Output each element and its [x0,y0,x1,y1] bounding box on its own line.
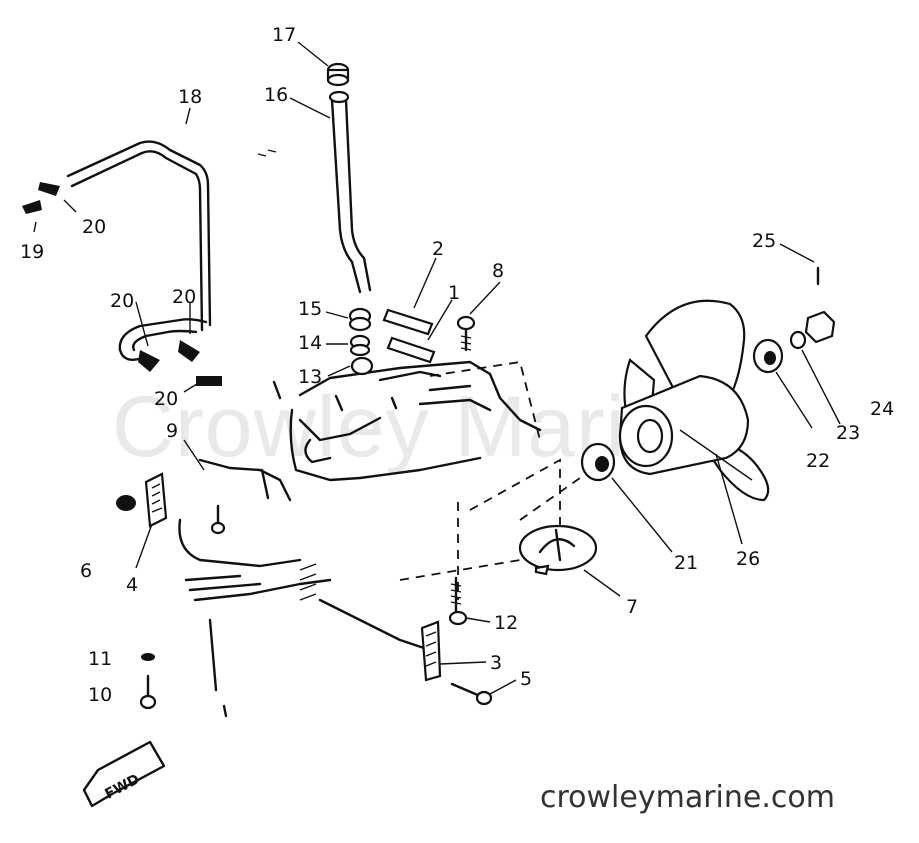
bolt-12 [448,576,468,626]
hose-clips [22,182,222,386]
callout-13: 13 [298,366,323,388]
grommets-13-15 [348,307,374,376]
callout-6: 6 [80,560,93,582]
callout-10: 10 [88,684,113,706]
callout-7: 7 [626,596,639,618]
callout-15: 15 [298,298,323,320]
cap-6 [116,495,136,511]
callout-12: 12 [494,612,519,634]
propeller-26 [618,299,770,502]
callout-20-bottom: 20 [154,388,179,410]
washer-11 [141,653,155,661]
grommet-17 [326,62,350,87]
prop-nut-24 [804,310,836,344]
screw-10 [139,674,157,710]
bolt-8 [456,315,476,352]
hose-18 [66,140,212,361]
callout-25: 25 [752,230,777,252]
anode-3 [420,620,442,682]
callout-3: 3 [490,652,503,674]
callout-11: 11 [88,648,113,670]
callout-9: 9 [166,420,179,442]
callout-23: 23 [836,422,861,444]
leader-lines [33,41,841,695]
spacer-22 [752,338,784,374]
fwd-arrow [82,740,166,808]
thrust-washer-21 [580,442,616,482]
callout-14: 14 [298,332,323,354]
callout-24: 24 [870,398,895,420]
anode-ribbed-block [299,563,317,601]
bolt-9 [210,504,226,535]
callout-19: 19 [20,241,45,263]
trim-tab-shims [382,308,436,364]
callout-5: 5 [520,668,533,690]
callout-16: 16 [264,84,289,106]
bolt-5 [450,682,493,706]
callout-21: 21 [674,552,699,574]
callout-20-right: 20 [172,286,197,308]
callout-1: 1 [448,282,461,304]
site-url: crowleymarine.com [540,780,835,815]
trim-tab-7 [518,524,598,576]
water-tube [328,90,372,294]
callout-18: 18 [178,86,203,108]
lower-unit-housing [178,149,581,718]
callout-20-top: 20 [82,216,107,238]
callout-4: 4 [126,574,139,596]
washer-23 [789,330,807,350]
callout-2: 2 [432,238,445,260]
callout-22: 22 [806,450,831,472]
callout-8: 8 [492,260,505,282]
callout-20-left: 20 [110,290,135,312]
callout-17: 17 [272,24,297,46]
callout-26: 26 [736,548,761,570]
anode-4 [144,472,168,528]
